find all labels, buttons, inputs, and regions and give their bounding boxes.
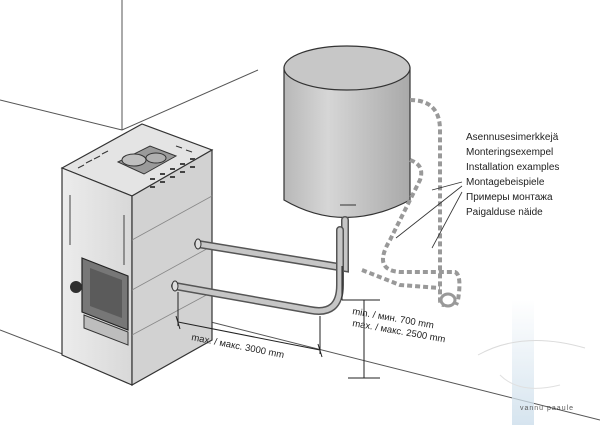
caption-et: Paigalduse näide [466,207,543,218]
horizontal-dimension-label: max. / макс. 3000 mm [190,332,285,361]
sauna-stove [60,123,214,387]
pipe-drain-fitting [439,292,457,308]
label-leaders [395,181,463,249]
caption-ru: Примеры монтажа [466,192,553,203]
water-heater-tank [283,45,411,219]
watermark-logo: vannu paaule [477,300,586,425]
caption-en: Installation examples [466,162,559,173]
connection-pipes [171,216,349,315]
watermark-text: vannu paaule [520,405,574,412]
horizontal-dimension [175,292,323,358]
vertical-dimension [341,266,380,379]
alternative-pipes-dashed [361,98,462,307]
caption-sv: Monteringsexempel [466,147,553,158]
installation-examples-caption: Asennusesimerkkejä Monteringsexempel Ins… [466,132,559,218]
caption-fi: Asennusesimerkkejä [466,132,559,143]
caption-de: Montagebeispiele [466,177,545,188]
